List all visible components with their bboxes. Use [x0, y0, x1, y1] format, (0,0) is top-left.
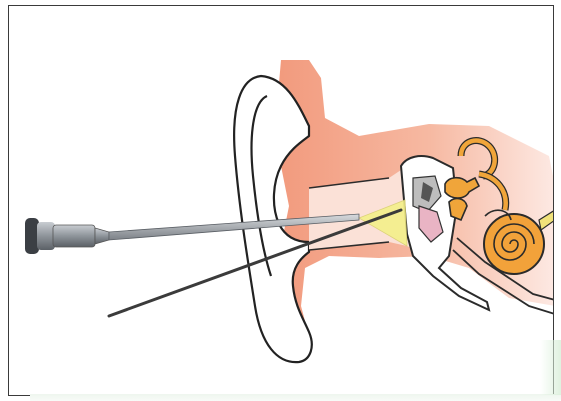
- ear-endoscopy-illustration: [9, 6, 554, 396]
- illustration-panel: [8, 5, 554, 396]
- bottom-shade: [30, 394, 561, 401]
- corner-glow: [540, 340, 561, 395]
